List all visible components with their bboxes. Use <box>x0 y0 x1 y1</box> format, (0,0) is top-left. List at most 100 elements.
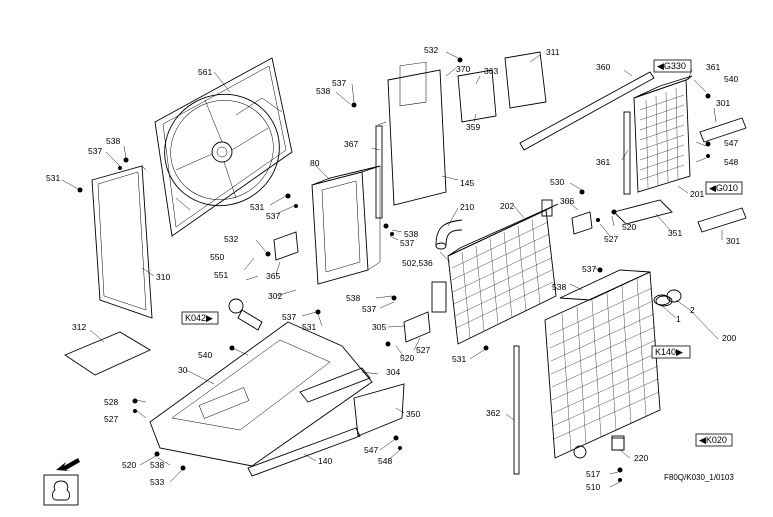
svg-text:K042▶: K042▶ <box>185 313 213 323</box>
callout-537: 537 <box>582 264 596 274</box>
callout-359: 359 <box>466 122 480 132</box>
callout-367: 367 <box>344 139 358 149</box>
callout-538: 538 <box>106 136 120 146</box>
callout-548: 548 <box>724 157 738 167</box>
callout-2: 2 <box>690 305 695 315</box>
key-symbol-icon <box>43 474 79 506</box>
callout-362: 362 <box>486 408 500 418</box>
cap-1 <box>653 294 671 306</box>
callout-310: 310 <box>156 272 170 282</box>
callout-548: 548 <box>378 456 392 466</box>
callout-363: 363 <box>484 66 498 76</box>
svg-text:◀G330: ◀G330 <box>657 61 686 71</box>
callout-361: 361 <box>706 62 720 72</box>
callout-527: 527 <box>416 345 430 355</box>
callout-311: 311 <box>546 47 560 57</box>
drawing-code: F80Q/K030_1/0103 <box>664 473 734 482</box>
callout-538: 538 <box>552 282 566 292</box>
side-panel-310 <box>91 165 153 319</box>
callout-80: 80 <box>310 158 320 168</box>
callout-labels: 561 538 537 531 310 312 537 538 367 80 5… <box>46 45 740 492</box>
ref-box-k020[interactable]: ◀K020 <box>695 433 733 447</box>
callout-370: 370 <box>456 64 470 74</box>
plate-312 <box>64 331 151 376</box>
callout-531: 531 <box>46 173 60 183</box>
callout-538: 538 <box>404 229 418 239</box>
callout-220: 220 <box>634 453 648 463</box>
callout-537: 537 <box>282 312 296 322</box>
front-direction-arrow-icon <box>56 458 80 471</box>
callout-531: 531 <box>302 322 316 332</box>
bracket-306 <box>571 211 593 235</box>
callout-202: 202 <box>500 201 514 211</box>
bracket-301-lower <box>697 207 747 233</box>
ref-box-g010[interactable]: ◀G010 <box>705 181 743 195</box>
callout-538: 538 <box>150 460 164 470</box>
callout-510: 510 <box>586 482 600 492</box>
svg-text:K140▶: K140▶ <box>655 347 683 357</box>
callout-533: 533 <box>150 477 164 487</box>
sensor-assembly <box>228 298 263 331</box>
ref-box-g330[interactable]: ◀G330 <box>653 59 692 73</box>
bracket-365 <box>273 231 299 261</box>
callout-537: 537 <box>88 146 102 156</box>
seal-363 <box>457 69 497 123</box>
callout-350: 350 <box>406 409 420 419</box>
callout-550: 550 <box>210 252 224 262</box>
callout-361: 361 <box>596 157 610 167</box>
callout-538: 538 <box>316 86 330 96</box>
ref-box-k140[interactable]: K140▶ <box>651 345 691 359</box>
callout-520: 520 <box>122 460 136 470</box>
strip-140 <box>247 427 361 477</box>
callout-302: 302 <box>268 291 282 301</box>
callout-547: 547 <box>364 445 378 455</box>
svg-text:◀K020: ◀K020 <box>699 435 727 445</box>
plate-311 <box>504 51 547 109</box>
callout-520: 520 <box>622 222 636 232</box>
callout-145: 145 <box>460 178 474 188</box>
callout-200: 200 <box>722 333 736 343</box>
callout-551: 551 <box>214 270 228 280</box>
callout-517: 517 <box>586 469 600 479</box>
leader-lines <box>61 51 723 488</box>
callout-537: 537 <box>362 304 376 314</box>
frame-30 <box>149 321 373 467</box>
callout-547: 547 <box>724 138 738 148</box>
ref-box-k042[interactable]: K042▶ <box>181 311 219 325</box>
callout-305: 305 <box>372 322 386 332</box>
svg-text:◀G010: ◀G010 <box>709 183 738 193</box>
callout-527: 527 <box>604 234 618 244</box>
callout-304: 304 <box>386 367 400 377</box>
callout-540: 540 <box>198 350 212 360</box>
callout-537: 537 <box>400 238 414 248</box>
callout-538: 538 <box>346 293 360 303</box>
hose-210 <box>435 219 463 250</box>
callout-532: 532 <box>424 45 438 55</box>
bracket-box-80 <box>311 165 381 285</box>
cap-2 <box>666 289 682 303</box>
callout-528: 528 <box>104 397 118 407</box>
callout-520: 520 <box>400 353 414 363</box>
callout-530: 530 <box>550 177 564 187</box>
callout-502-536: 502,536 <box>402 258 433 268</box>
callout-540: 540 <box>724 74 738 84</box>
callout-140: 140 <box>318 456 332 466</box>
callout-365: 365 <box>266 271 280 281</box>
callout-527: 527 <box>104 414 118 424</box>
callout-537: 537 <box>266 211 280 221</box>
callout-561: 561 <box>198 67 212 77</box>
callout-210: 210 <box>460 202 474 212</box>
callout-306: 306 <box>560 196 574 206</box>
callout-201: 201 <box>690 189 704 199</box>
callout-1: 1 <box>676 314 681 324</box>
drain-220 <box>611 437 625 451</box>
callout-531: 531 <box>452 354 466 364</box>
baffle-plate-145 <box>375 61 447 219</box>
bracket-301-upper <box>699 117 747 143</box>
callout-360: 360 <box>596 62 610 72</box>
seal-351 <box>613 199 673 225</box>
callout-312: 312 <box>72 322 86 332</box>
fasteners <box>77 57 711 482</box>
callout-30: 30 <box>178 365 188 375</box>
